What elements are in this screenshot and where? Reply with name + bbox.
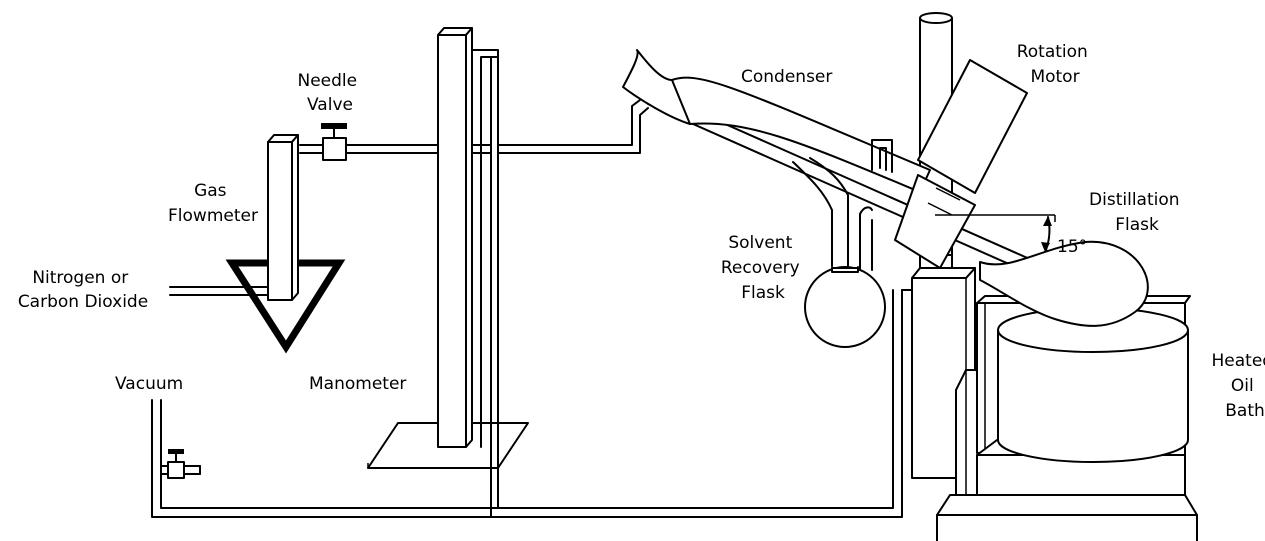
rotation-motor — [894, 59, 1028, 269]
angle-label: 15° — [1057, 237, 1087, 257]
vacuum-tubing — [151, 289, 913, 518]
condenser — [622, 49, 1051, 281]
condenser-label: Condenser — [741, 67, 832, 87]
manometer — [367, 27, 529, 518]
gas-source-label: Nitrogen or Carbon Dioxide — [18, 268, 148, 312]
distillation-flask — [979, 240, 1149, 327]
manometer-label: Manometer — [309, 374, 406, 394]
solvent-recovery-flask-label: Solvent Recovery Flask — [721, 233, 805, 303]
angle-indicator — [935, 214, 1056, 252]
labels: Needle Valve Gas Flowmeter Nitrogen or C… — [18, 42, 1265, 421]
needle-valve — [299, 99, 649, 161]
heated-oil-bath — [936, 295, 1198, 541]
gas-flowmeter — [169, 134, 346, 354]
rotation-motor-label: Rotation Motor — [1017, 42, 1094, 87]
needle-valve-label: Needle Valve — [297, 71, 362, 115]
distillation-flask-label: Distillation Flask — [1089, 190, 1185, 235]
vacuum-label: Vacuum — [115, 374, 183, 394]
heated-oil-bath-label: Heated Oil Bath — [1212, 351, 1265, 421]
gas-flowmeter-label: Gas Flowmeter — [168, 181, 258, 226]
vacuum-valve — [160, 449, 201, 479]
solvent-recovery-flask — [804, 266, 886, 348]
